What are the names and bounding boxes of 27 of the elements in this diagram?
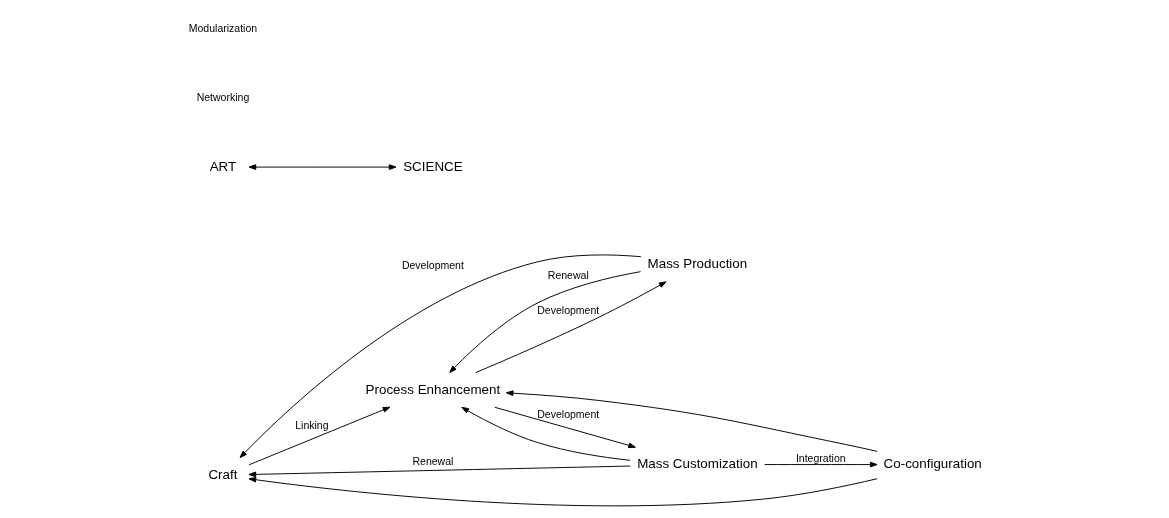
edge-label: Development	[536, 304, 599, 317]
arrow	[448, 271, 641, 373]
arrow	[763, 461, 878, 468]
node-text: SCIENCE	[402, 158, 463, 174]
arrow	[505, 390, 878, 452]
node-text: Craft	[207, 466, 237, 482]
edge-label: Development	[401, 259, 464, 272]
label: Networking	[196, 90, 249, 103]
node-text: Co-configuration	[883, 456, 982, 472]
arrow	[248, 465, 631, 478]
node-text: Process Enhancement	[365, 381, 500, 397]
arrow	[460, 406, 631, 461]
arrow	[493, 406, 636, 449]
edge-label: Integration	[795, 451, 846, 464]
node-text: Mass Customization	[636, 456, 758, 472]
edge-label: Linking	[294, 418, 329, 431]
label: Modularization	[188, 22, 257, 35]
arrow	[239, 254, 641, 459]
node-text: ART	[209, 158, 236, 174]
arrow	[474, 281, 666, 374]
arrow	[248, 476, 878, 507]
edge-label: Renewal	[411, 455, 453, 468]
arrow	[248, 406, 390, 466]
arrow	[248, 164, 396, 170]
edge-label: Development	[536, 407, 599, 420]
node-text: Mass Production	[647, 256, 747, 272]
edge-label: Renewal	[547, 268, 589, 281]
